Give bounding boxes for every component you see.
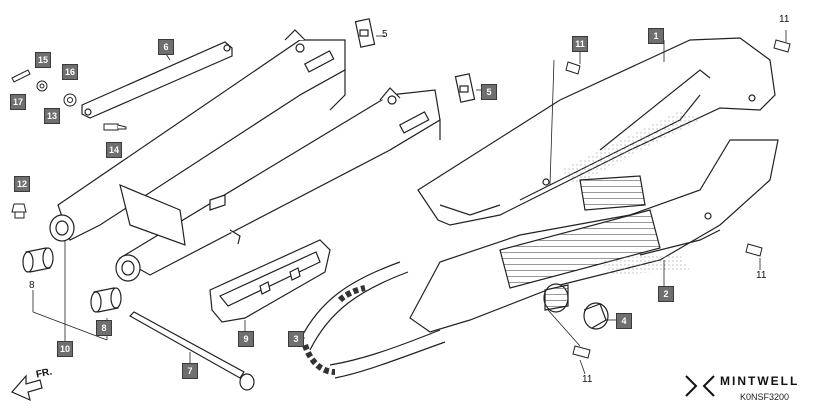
callout-4: 4 [616,313,632,329]
callout-9: 9 [238,331,254,347]
diagram-code: K0NSF3200 [740,392,790,402]
callout-5-upper: 5 [382,29,388,40]
fasteners-left [11,69,127,219]
callout-8-right: 8 [96,320,112,336]
callout-17: 17 [10,94,26,110]
cap [583,302,609,330]
callout-11-bottom: 11 [582,374,593,385]
callout-15: 15 [35,52,51,68]
front-direction-arrow [11,374,43,402]
chain-case-lower [409,139,779,333]
callout-16: 16 [62,64,78,80]
brand-logo [685,375,715,397]
callout-11-top-right: 11 [779,14,790,25]
callout-13: 13 [44,108,60,124]
callout-14: 14 [106,142,122,158]
pivot-bolt [129,311,255,391]
callout-12: 12 [14,176,30,192]
brake-stay [81,41,233,119]
callout-8-left: 8 [29,280,35,291]
callout-1: 1 [648,28,664,44]
callout-2: 2 [658,286,674,302]
callout-10: 10 [57,341,73,357]
callout-6: 6 [158,39,174,55]
leader-lines [32,30,787,375]
callout-3: 3 [288,331,304,347]
swingarm [49,29,441,282]
callout-7: 7 [182,363,198,379]
callout-11-top-mid: 11 [572,36,588,52]
chain-case-upper [417,37,776,226]
chain-slider [209,239,331,323]
bolts-11 [565,39,791,359]
bushings [22,247,122,313]
drive-chain [299,261,446,379]
brand-name: MINTWELL [720,374,800,388]
adjuster-plates [354,18,476,103]
callout-11-right: 11 [756,270,767,281]
callout-5-lower: 5 [481,84,497,100]
